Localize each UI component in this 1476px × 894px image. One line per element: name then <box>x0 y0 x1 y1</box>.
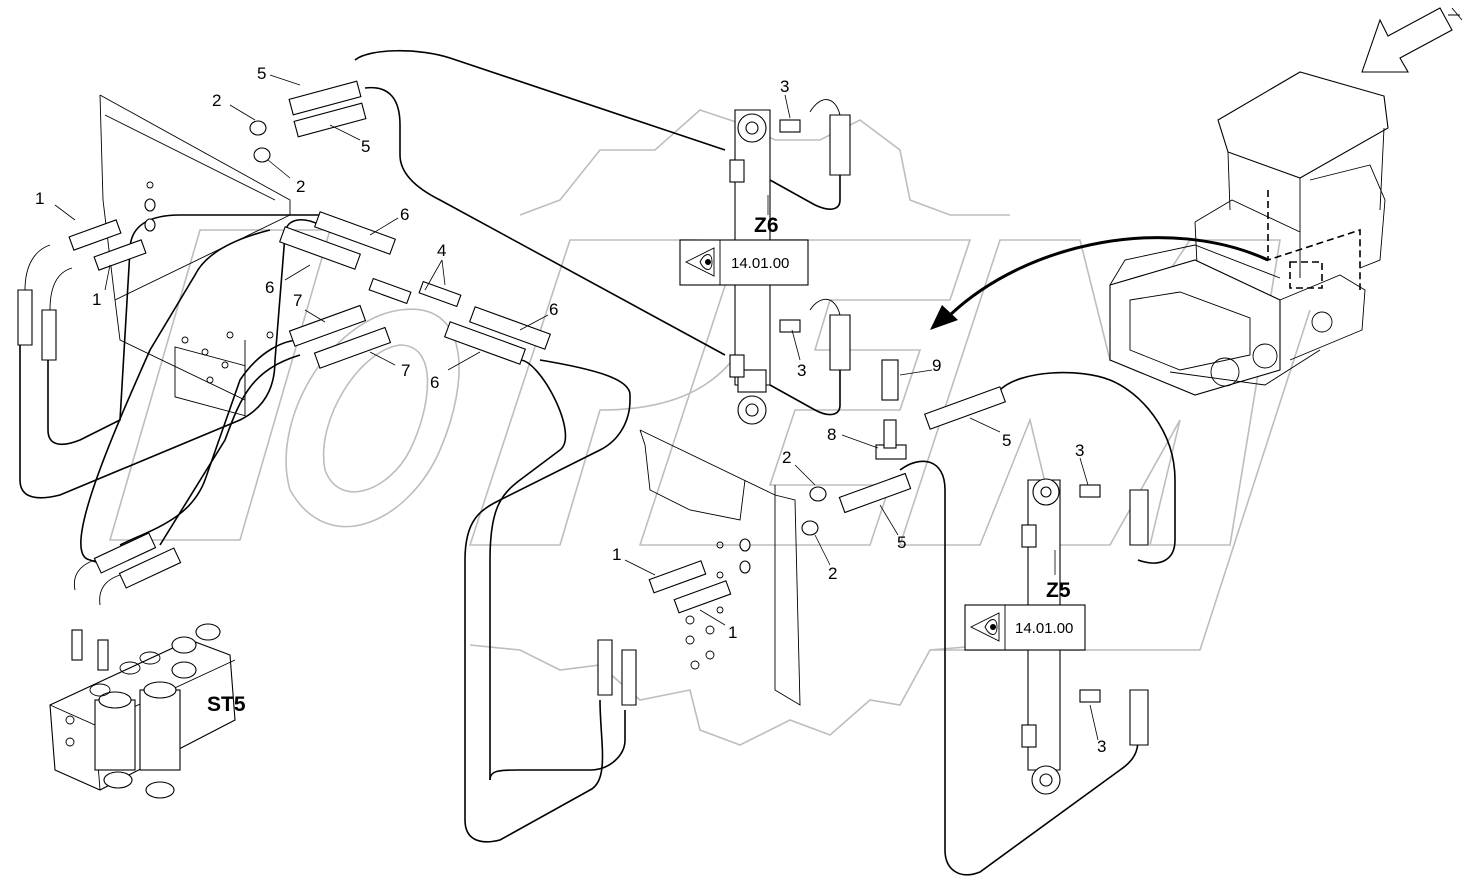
callout-5: 5 <box>257 64 266 83</box>
left-mounting-plate <box>99 94 291 417</box>
callout-2: 2 <box>296 177 305 196</box>
fittings <box>17 80 1149 746</box>
callout-1: 1 <box>728 623 737 642</box>
callout-9: 9 <box>932 356 941 375</box>
zone-label-z5: Z5 <box>1046 579 1071 602</box>
callout-2: 2 <box>212 91 221 110</box>
callout-5: 5 <box>897 533 906 552</box>
callout-3: 3 <box>1097 737 1106 756</box>
zone-label-st5: ST5 <box>207 693 246 716</box>
callout-2: 2 <box>828 564 837 583</box>
callout-3: 3 <box>780 77 789 96</box>
view-direction-arrow-icon <box>1361 7 1463 73</box>
reference-box-z5: 14.01.00 <box>964 604 1086 651</box>
reference-z6: 14.01.00 <box>731 255 789 272</box>
callout-6: 6 <box>549 300 558 319</box>
callout-1: 1 <box>612 545 621 564</box>
callout-4: 4 <box>437 241 446 260</box>
callout-7: 7 <box>293 291 302 310</box>
paver-machine-icon <box>1109 71 1389 396</box>
callout-7: 7 <box>401 361 410 380</box>
right-mounting-plate <box>639 429 801 706</box>
callout-6: 6 <box>430 373 439 392</box>
callout-1: 1 <box>92 290 101 309</box>
callout-3: 3 <box>797 361 806 380</box>
callout-3: 3 <box>1075 441 1084 460</box>
callouts: 1 1 1 1 2 2 2 2 3 3 3 3 4 5 5 5 5 6 6 6 … <box>35 64 1106 756</box>
callout-1: 1 <box>35 189 44 208</box>
cylinder-z6 <box>729 109 771 425</box>
zone-label-z6: Z6 <box>754 214 779 237</box>
curved-arrow-icon <box>930 236 1269 330</box>
view-eye-icon <box>684 247 715 277</box>
callout-5: 5 <box>1002 431 1011 450</box>
callout-8: 8 <box>827 425 836 444</box>
leader-lines <box>54 74 1099 741</box>
hoses <box>19 49 1176 876</box>
callout-6: 6 <box>400 205 409 224</box>
view-eye-icon <box>969 612 1000 642</box>
reference-z5: 14.01.00 <box>1015 620 1073 637</box>
callout-2: 2 <box>782 448 791 467</box>
valve-block-st5 <box>49 623 236 799</box>
reference-box-z6: 14.01.00 <box>679 239 809 286</box>
callout-5: 5 <box>361 137 370 156</box>
callout-6: 6 <box>265 278 274 297</box>
